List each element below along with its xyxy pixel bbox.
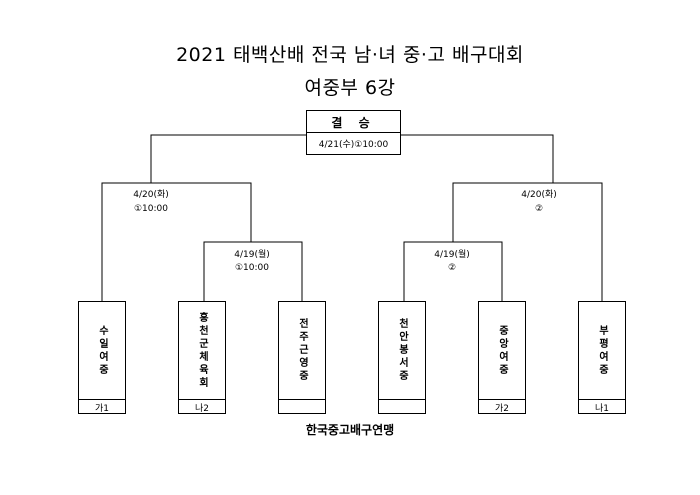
final-connector-right bbox=[401, 134, 554, 183]
team-name: 홍천군체육회 bbox=[196, 311, 208, 390]
team-seed: 나1 bbox=[594, 404, 609, 414]
quarterfinal-right-date: 4/19(월) bbox=[434, 250, 470, 260]
division-subtitle: 여중부 6강 bbox=[304, 77, 396, 99]
semifinal-right-bracket bbox=[452, 182, 603, 301]
team-box: 수일여중 가1 bbox=[78, 301, 126, 414]
team-name: 수일여중 bbox=[96, 324, 108, 377]
team-name: 중앙여중 bbox=[496, 324, 508, 377]
final-match-box: 결 승 4/21(수)①10:00 bbox=[306, 110, 401, 155]
quarterfinal-left-date: 4/19(월) bbox=[234, 250, 270, 260]
team-name: 전주근영중 bbox=[296, 318, 308, 383]
organizer-footer: 한국중고배구연맹 bbox=[305, 423, 395, 437]
team-name: 부평여중 bbox=[596, 324, 608, 377]
final-connector-left bbox=[150, 134, 306, 183]
team-box: 홍천군체육회 나2 bbox=[178, 301, 226, 414]
quarterfinal-left-slot: ①10:00 bbox=[234, 263, 269, 273]
final-divider bbox=[307, 132, 400, 133]
team-box: 중앙여중 가2 bbox=[478, 301, 526, 414]
team-box: 천안봉서중 bbox=[378, 301, 426, 414]
final-schedule: 4/21(수)①10:00 bbox=[318, 140, 389, 150]
team-seed: 나2 bbox=[194, 404, 209, 414]
tournament-title: 2021 태백산배 전국 남·녀 중·고 배구대회 bbox=[176, 44, 524, 66]
quarterfinal-left-bracket bbox=[203, 241, 303, 301]
semifinal-left-bracket bbox=[101, 182, 252, 301]
team-name: 천안봉서중 bbox=[396, 318, 408, 383]
team-box: 부평여중 나1 bbox=[578, 301, 626, 414]
quarterfinal-right-slot: ② bbox=[447, 263, 457, 273]
semifinal-right-slot: ② bbox=[534, 204, 544, 214]
team-box: 전주근영중 bbox=[278, 301, 326, 414]
final-label: 결 승 bbox=[331, 116, 376, 130]
semifinal-right-date: 4/20(화) bbox=[521, 190, 557, 200]
team-seed: 가1 bbox=[94, 404, 109, 414]
team-seed: 가2 bbox=[494, 404, 509, 414]
semifinal-left-slot: ①10:00 bbox=[133, 204, 168, 214]
semifinal-left-date: 4/20(화) bbox=[133, 190, 169, 200]
